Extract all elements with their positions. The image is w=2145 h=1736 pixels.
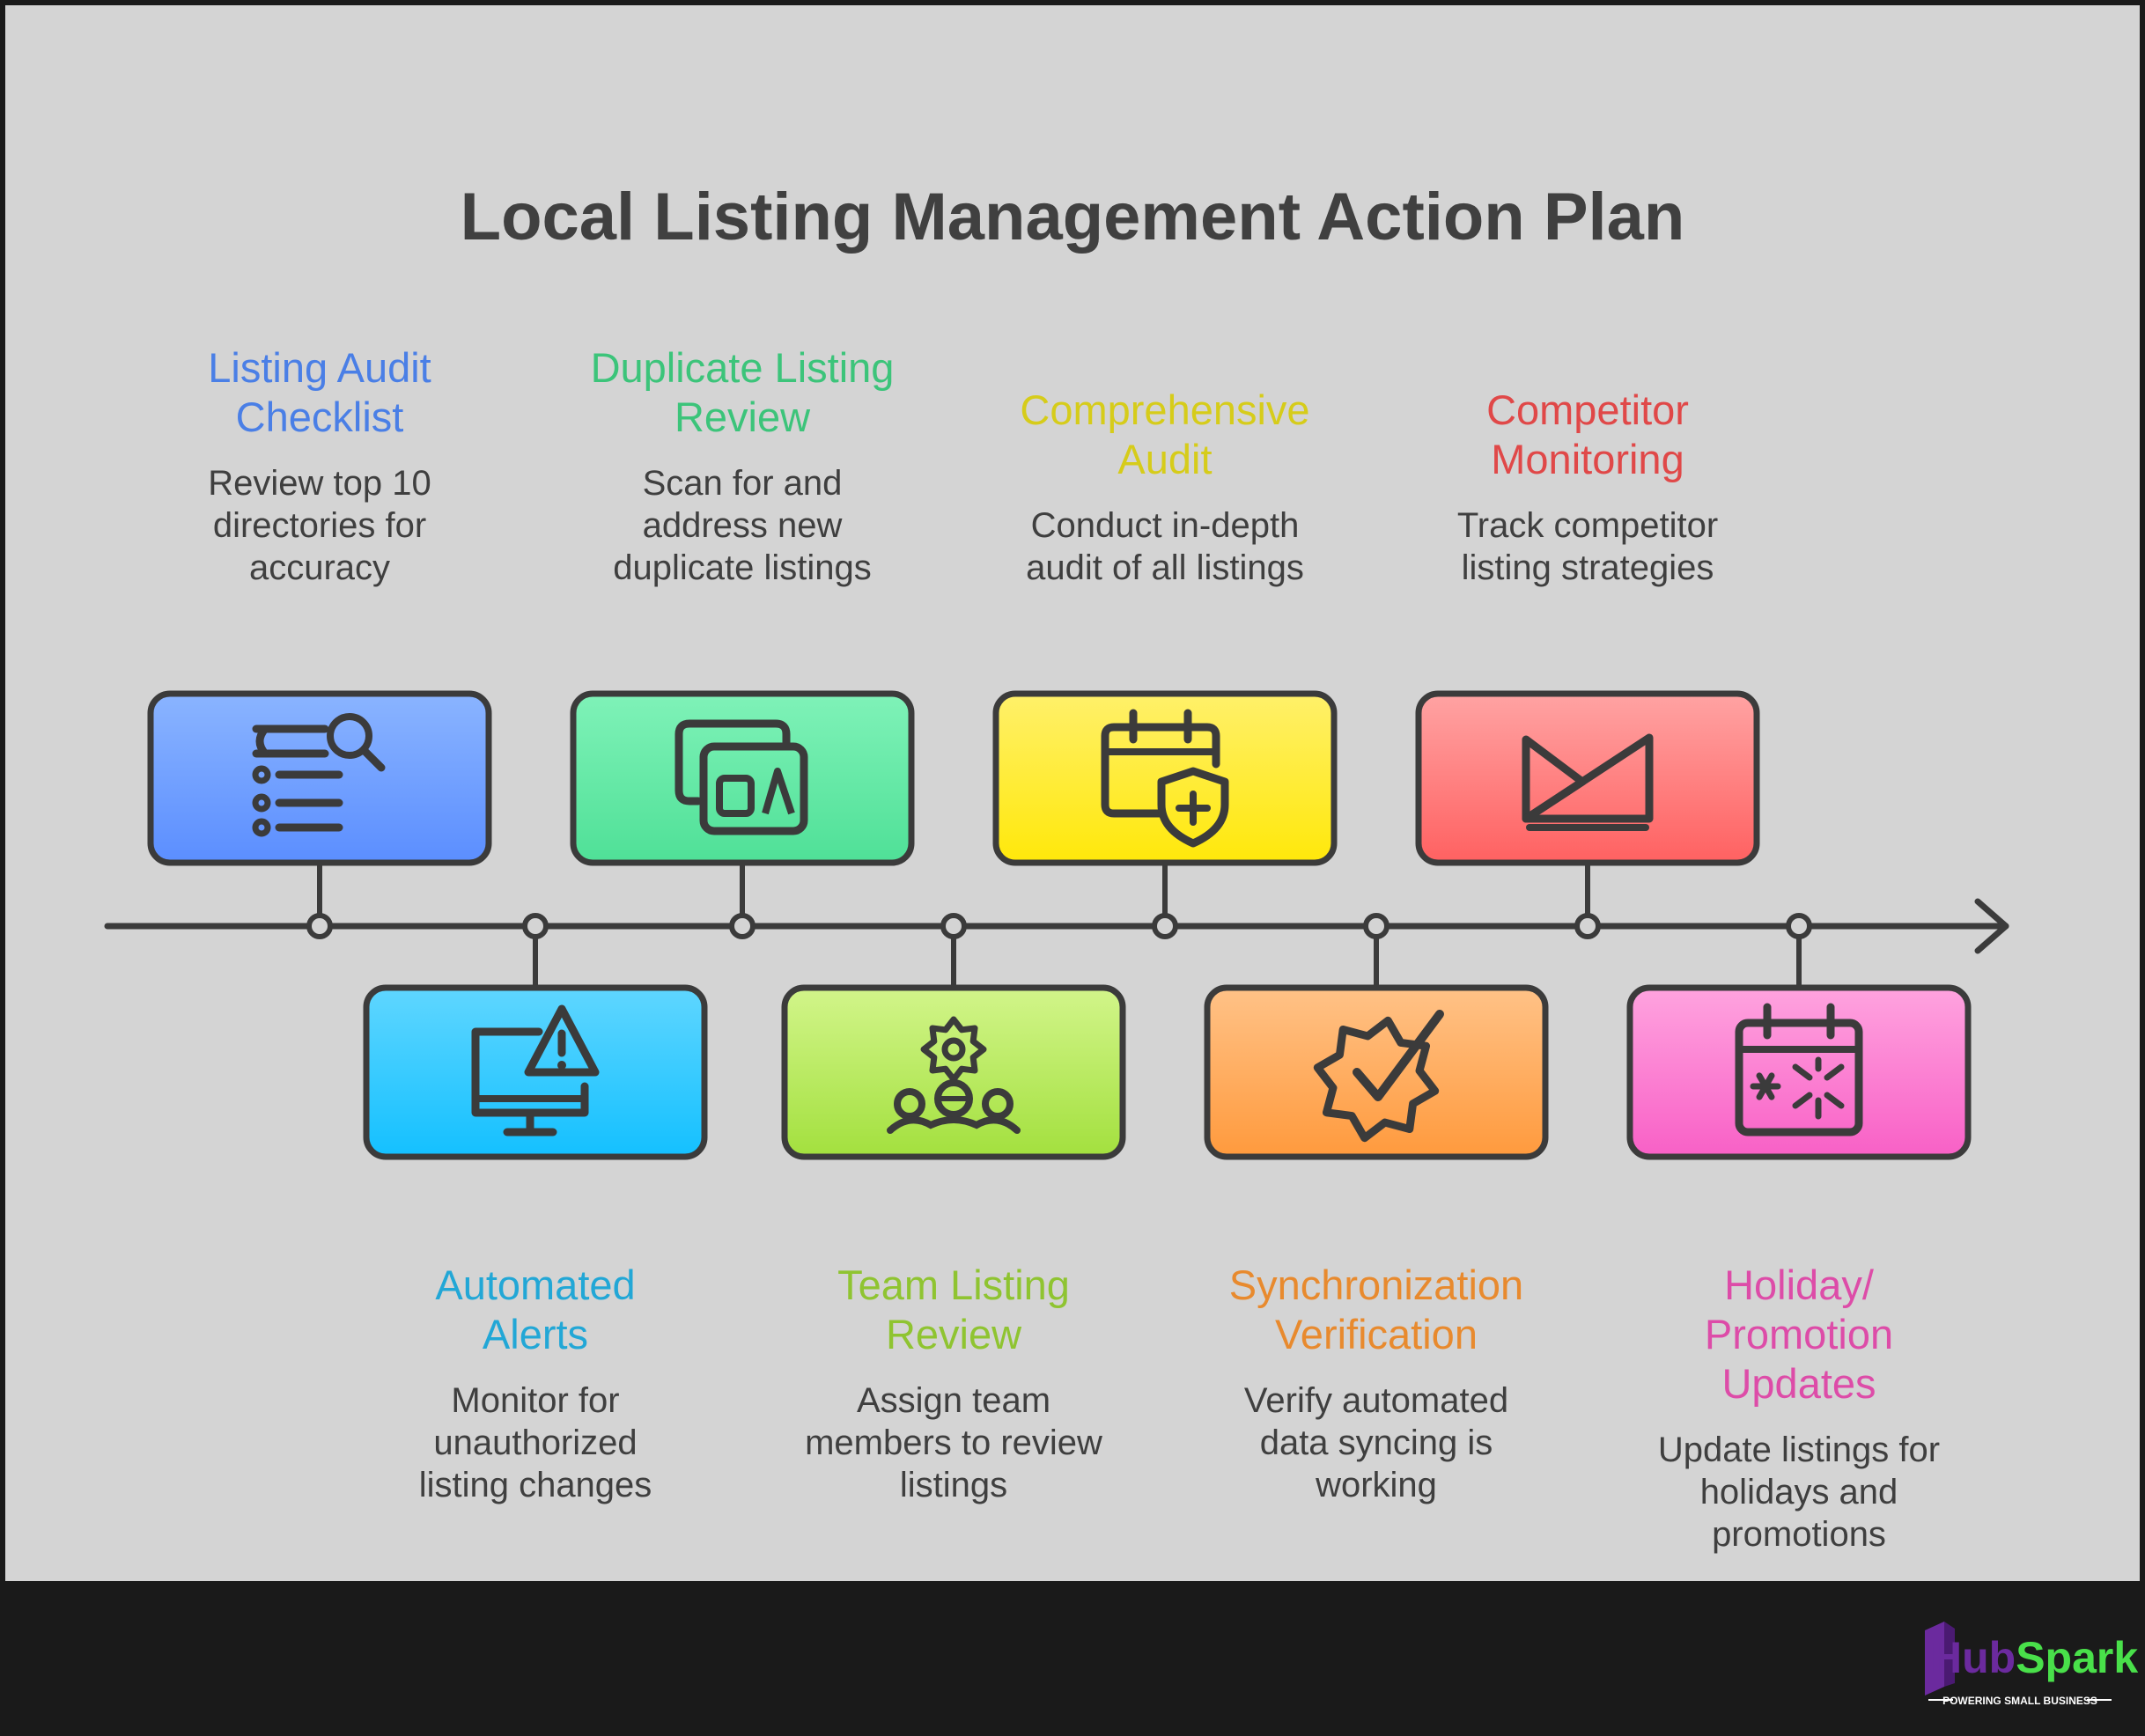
timeline-node (940, 913, 967, 939)
timeline-arrowhead (1974, 898, 2009, 954)
step-description: Update listings for (1658, 1431, 1940, 1469)
step-title: Competitor (1486, 386, 1689, 433)
step-description: Assign team (857, 1381, 1050, 1420)
step-title: Alerts (483, 1311, 588, 1357)
step-description: Verify automated (1244, 1381, 1508, 1420)
duplicate-shapes-icon (674, 719, 808, 835)
timeline-node (1363, 913, 1389, 939)
step-title: Promotion (1705, 1311, 1893, 1357)
step-title: Review (886, 1311, 1022, 1357)
brand-name-part2: Spark (2016, 1633, 2138, 1682)
step-description: listings (900, 1466, 1007, 1504)
step-title: Comprehensive (1020, 386, 1309, 433)
brand-logo: HubSpark POWERING SMALL BUSINESS (1925, 1622, 2138, 1707)
timeline-node (1574, 913, 1601, 939)
step-title: Review (674, 394, 811, 440)
step-title: Audit (1117, 436, 1212, 482)
step-description: listing changes (419, 1466, 652, 1504)
timeline-node (729, 913, 756, 939)
step-description: members to review (805, 1423, 1102, 1462)
gear-check-icon (1313, 1010, 1444, 1143)
step-description: Conduct in-depth (1031, 506, 1300, 545)
step-title: Synchronization (1229, 1262, 1523, 1308)
step-description: Track competitor (1457, 506, 1718, 545)
svg-text:HubSpark: HubSpark (1930, 1633, 2138, 1682)
calendar-shield-icon (1101, 709, 1229, 848)
step-description: promotions (1712, 1515, 1886, 1554)
step-description: Monitor for (451, 1381, 619, 1420)
step-description: audit of all listings (1026, 548, 1304, 587)
step-title: Checklist (236, 394, 404, 440)
step-title: Duplicate Listing (591, 344, 895, 391)
monitor-alert-icon (471, 1004, 600, 1136)
timeline (104, 898, 2009, 954)
step-description: duplicate listings (613, 548, 872, 587)
timeline-node (306, 913, 333, 939)
timeline-node (1152, 913, 1178, 939)
step-description: accuracy (249, 548, 390, 587)
step-title: Verification (1275, 1311, 1478, 1357)
step-description: listing strategies (1462, 548, 1714, 587)
team-gear-icon (887, 1016, 1021, 1134)
timeline-node (1786, 913, 1812, 939)
step-description: unauthorized (433, 1423, 637, 1462)
brand-mark-icon (1925, 1622, 1955, 1696)
step-title: Team Listing (837, 1262, 1070, 1308)
step-description: directories for (213, 506, 426, 545)
step-title: Updates (1721, 1360, 1876, 1407)
diagram-title: Local Listing Management Action Plan (461, 180, 1685, 254)
step-description: data syncing is (1260, 1423, 1493, 1462)
footer-band (0, 1581, 2145, 1736)
step-title: Automated (435, 1262, 635, 1308)
step-box (781, 984, 1126, 1160)
step-title: Listing Audit (208, 344, 431, 391)
step-description: holidays and (1700, 1473, 1898, 1512)
step-description: Review top 10 (208, 464, 431, 503)
timeline-node (522, 913, 549, 939)
step-box (1204, 984, 1549, 1160)
brand-tagline: POWERING SMALL BUSINESS (1942, 1695, 2097, 1707)
competitor-triangles-icon (1522, 733, 1654, 831)
calendar-sparkle-icon (1735, 1003, 1863, 1136)
step-title: Holiday/ (1724, 1262, 1875, 1308)
list-search-icon (252, 713, 386, 837)
brand-name-part1: Hub (1930, 1633, 2016, 1682)
step-description: working (1315, 1466, 1437, 1504)
step-title: Monitoring (1491, 436, 1684, 482)
step-description: address new (643, 506, 843, 545)
step-description: Scan for and (643, 464, 843, 503)
